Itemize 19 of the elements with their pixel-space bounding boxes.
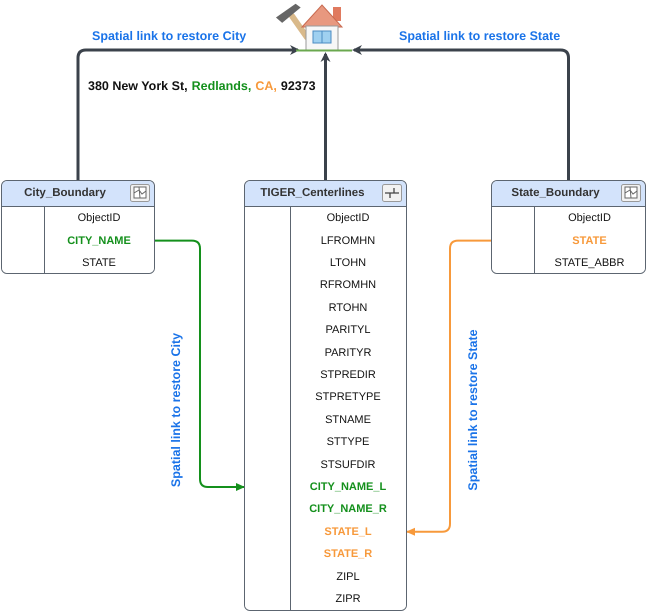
arrow	[76, 45, 300, 180]
table-card	[1, 180, 155, 274]
arrow	[154, 240, 245, 491]
arrow	[320, 52, 330, 180]
edge-label: Spatial link to restore State	[397, 29, 562, 43]
address-text: Redlands,	[192, 79, 252, 93]
address-text: CA,	[255, 79, 277, 93]
edge-label: Spatial link to restore State	[466, 327, 480, 493]
table-title: TIGER_Centerlines	[259, 187, 366, 199]
address-text: 92373	[280, 79, 316, 93]
arrow	[352, 45, 570, 180]
table-card	[244, 180, 407, 611]
table-card	[491, 180, 646, 274]
table-title: City_Boundary	[23, 187, 107, 199]
address-text: 380 New York St,	[88, 79, 188, 93]
edge-label: Spatial link to restore City	[169, 330, 183, 490]
edge-label: Spatial link to restore City	[90, 29, 248, 43]
arrow	[406, 240, 493, 536]
table-title: State_Boundary	[510, 187, 601, 199]
